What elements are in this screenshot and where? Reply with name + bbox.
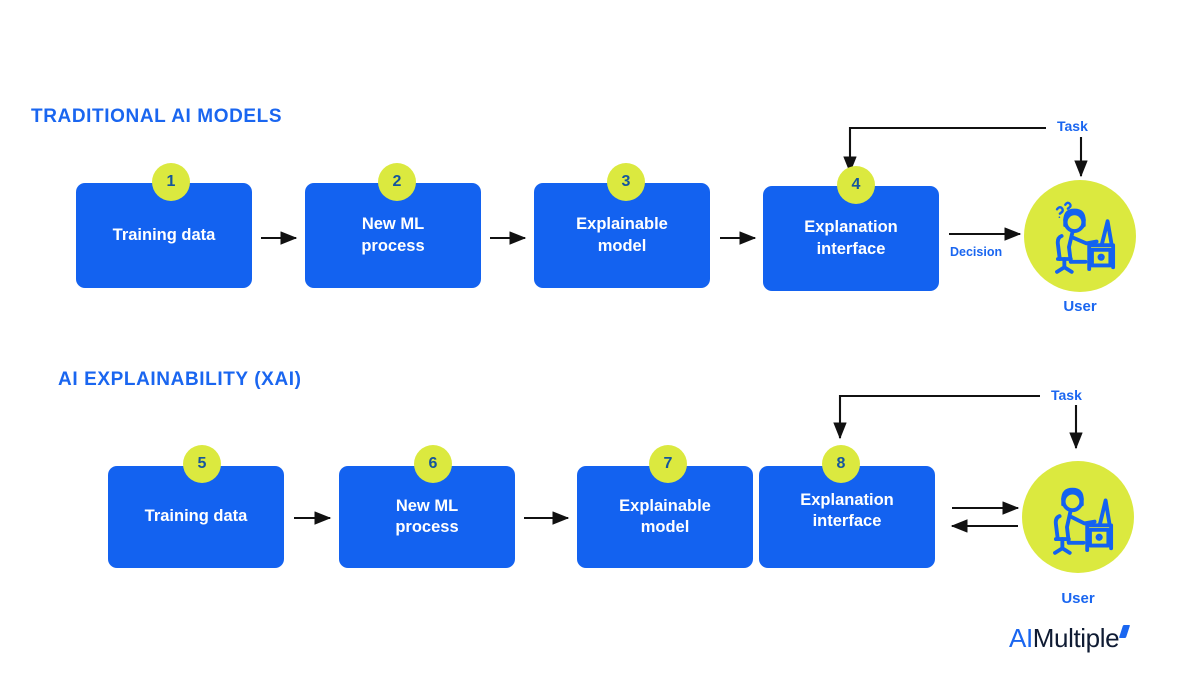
process-box-2-label: New ML process — [361, 215, 425, 255]
step-badge-1: 1 — [152, 163, 190, 201]
logo-suffix: Multiple — [1032, 623, 1120, 653]
step-badge-8: 8 — [822, 445, 860, 483]
process-box-1[interactable]: Training data — [76, 183, 252, 288]
process-box-6-label: New ML process — [395, 496, 459, 536]
step-badge-2: 2 — [378, 163, 416, 201]
edge-label-task-row1: Task — [1057, 118, 1088, 134]
step-badge-6: 6 — [414, 445, 452, 483]
process-box-8-label: Explanation interface — [800, 491, 894, 531]
process-box-5[interactable]: Training data — [108, 466, 284, 568]
edge-label-task-row2: Task — [1051, 387, 1082, 403]
user-at-desk-icon — [1053, 487, 1114, 555]
process-box-8[interactable]: Explanation interface — [759, 466, 935, 568]
process-box-7-label: Explainable model — [619, 496, 711, 536]
process-box-3-label: Explainable model — [576, 215, 668, 255]
step-badge-7: 7 — [649, 445, 687, 483]
user-at-desk-confused-icon — [1055, 201, 1116, 274]
user-caption-row1: User — [1063, 298, 1097, 315]
process-box-4-label: Explanation interface — [804, 218, 898, 258]
user-caption-row2: User — [1061, 590, 1095, 607]
step-badge-4: 4 — [837, 166, 875, 204]
process-box-6[interactable]: New ML process — [339, 466, 515, 568]
user-avatar-row2 — [1022, 461, 1134, 573]
process-box-3[interactable]: Explainable model — [534, 183, 710, 288]
logo-tick-icon — [1119, 625, 1131, 638]
aimultiple-logo: AIMultiple — [1009, 623, 1131, 654]
logo-prefix: AI — [1009, 623, 1033, 653]
process-box-1-label: Training data — [112, 225, 216, 244]
step-badge-3: 3 — [607, 163, 645, 201]
process-box-5-label: Training data — [144, 507, 248, 526]
section-title-xai: AI EXPLAINABILITY (XAI) — [58, 369, 302, 390]
user-avatar-row1 — [1024, 180, 1136, 292]
process-box-4[interactable]: Explanation interface — [763, 186, 939, 291]
edge-label-decision: Decision — [950, 245, 1003, 259]
process-box-7[interactable]: Explainable model — [577, 466, 753, 568]
step-badge-5: 5 — [183, 445, 221, 483]
section-title-traditional: TRADITIONAL AI MODELS — [31, 106, 283, 127]
